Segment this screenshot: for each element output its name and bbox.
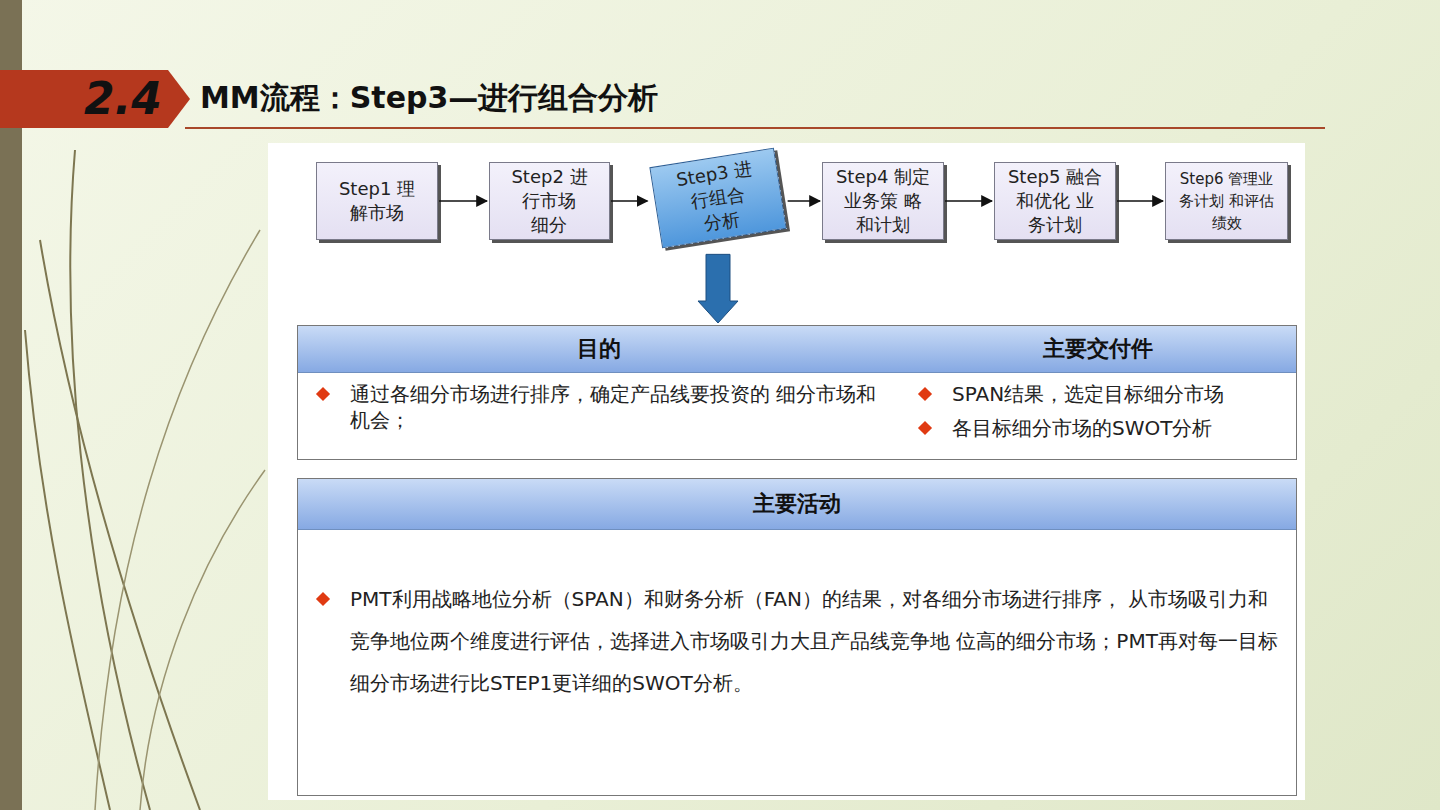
step-label: Step5 融合和优化 业务计划	[1007, 165, 1102, 237]
column-header: 目的	[298, 326, 900, 373]
column-header: 主要活动	[298, 479, 1296, 530]
process-box: Step4 制定业务策 略和计划	[822, 162, 944, 240]
section-tab: 2.4	[0, 70, 190, 128]
bullet-diamond	[316, 592, 330, 606]
bullet-diamond	[918, 387, 932, 401]
flow-arrow	[788, 200, 820, 202]
bullet-item: 各目标细分市场的SWOT分析	[900, 415, 1296, 441]
process-box: Step6 管理业务计划 和评估绩效	[1165, 162, 1288, 240]
table-cell: 主要交付件 SPAN结果，选定目标细分市场各目标细分市场的SWOT分析	[900, 325, 1297, 460]
slide-title: MM流程：Step3—进行组合分析	[200, 78, 658, 119]
bullet-diamond	[918, 421, 932, 435]
flow-arrow	[945, 200, 992, 202]
flow-arrow	[439, 200, 487, 202]
tab-band	[0, 70, 190, 128]
bullet-text: 各目标细分市场的SWOT分析	[952, 416, 1212, 440]
process-box: Step5 融合和优化 业务计划	[994, 162, 1116, 240]
table-cell: 主要活动 PMT利用战略地位分析（SPAN）和财务分析（FAN）的结果，对各细分市…	[297, 478, 1297, 796]
decor-curves	[25, 150, 265, 810]
block-arrow	[698, 254, 738, 323]
column-header: 主要交付件	[900, 326, 1296, 373]
step-label: Step1 理解市场	[338, 177, 415, 225]
section-number: 2.4	[84, 73, 162, 125]
bullet-text: 通过各细分市场进行排序，确定产品线要投资的 细分市场和机会；	[350, 382, 876, 432]
step-label: Step4 制定业务策 略和计划	[835, 165, 930, 237]
bullet-diamond	[316, 387, 330, 401]
bullet-text: SPAN结果，选定目标细分市场	[952, 382, 1224, 406]
bullet-item: 通过各细分市场进行排序，确定产品线要投资的 细分市场和机会；	[298, 381, 900, 433]
bullet-text: PMT利用战略地位分析（SPAN）和财务分析（FAN）的结果，对各细分市场进行排…	[350, 587, 1278, 695]
bullet-item: PMT利用战略地位分析（SPAN）和财务分析（FAN）的结果，对各细分市场进行排…	[298, 578, 1296, 704]
bullet-item: SPAN结果，选定目标细分市场	[900, 381, 1296, 407]
step-label: Step2 进行市场 细分	[511, 165, 588, 237]
step-label: Step3 进行组合 分析	[674, 156, 762, 239]
process-box: Step1 理解市场	[316, 162, 438, 240]
process-box: Step2 进行市场 细分	[489, 162, 610, 240]
title-rule	[185, 127, 1325, 129]
step-label: Step6 管理业务计划 和评估绩效	[1179, 168, 1275, 234]
flow-arrow	[611, 200, 647, 202]
content-panel	[268, 143, 1305, 800]
table-cell: 目的通过各细分市场进行排序，确定产品线要投资的 细分市场和机会；	[297, 325, 901, 460]
process-box: Step3 进行组合 分析	[649, 148, 786, 249]
flow-arrow	[1117, 200, 1163, 202]
